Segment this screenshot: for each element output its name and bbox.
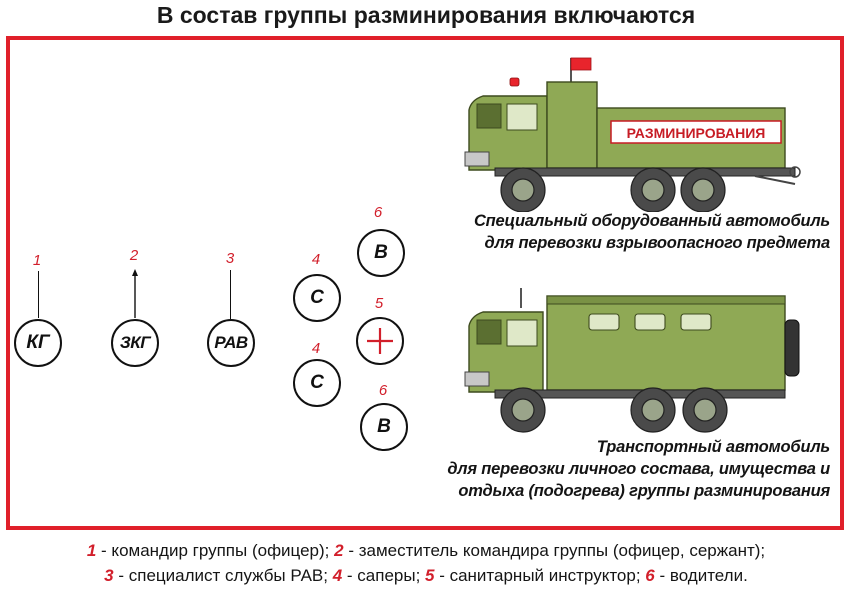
legend-number: 3 [104,566,114,585]
vehicle-body-label: РАЗМИНИРОВАНИЯ [627,125,766,141]
member-rav-specialist: РАВ [207,319,255,367]
legend-line: 3 - специалист службы РАВ; 4 - саперы; 5… [0,563,852,588]
member-number: 6 [373,204,383,221]
legend-number: 5 [425,566,435,585]
member-number: 5 [374,295,384,312]
member-commander: КГ [14,319,62,367]
member-number: 2 [129,247,139,264]
connector-line [38,271,40,318]
legend-text: - командир группы (офицер); [96,541,335,560]
legend-number: 6 [645,566,655,585]
member-number: 4 [311,251,321,268]
member-sapper: С [293,359,341,407]
member-number: 3 [225,250,235,267]
legend-number: 2 [334,541,344,560]
member-medic [356,317,404,365]
legend-number: 1 [86,541,97,560]
member-number: 1 [32,252,42,269]
legend-text: - заместитель командира группы (офицер, … [343,541,766,560]
legend-text: - водители. [654,566,748,585]
member-number: 4 [311,340,321,357]
member-driver: В [360,403,408,451]
legend-text: - саперы; [342,566,426,585]
red-cross-icon [367,328,393,354]
vehicle-caption-line: для перевозки взрывоопасного предмета [484,234,830,252]
diagram-frame [6,36,844,530]
connector-line [230,270,232,319]
vehicle-caption: Специальный оборудованный автомобиль для… [474,210,830,254]
vehicle-caption-line: отдыха (подогрева) группы разминирования [458,482,830,500]
legend-number: 4 [332,566,343,585]
vehicle-caption-line: Транспортный автомобиль [596,438,830,456]
vehicle-caption-line: Специальный оборудованный автомобиль [473,212,830,230]
transport-truck-icon [464,288,800,433]
vehicle-caption: Транспортный автомобиль для перевозки ли… [447,436,830,502]
legend-text: - санитарный инструктор; [434,566,646,585]
vehicle-caption-line: для перевозки личного состава, имущества… [447,460,830,478]
member-driver: В [357,229,405,277]
demining-truck-icon: РАЗМИНИРОВАНИЯ [464,57,801,212]
member-number: 6 [378,382,388,399]
member-deputy-commander: ЗКГ [111,319,159,367]
page-title: В состав группы разминирования включаютс… [156,2,696,28]
legend-line: 1 - командир группы (офицер); 2 - замест… [0,538,852,563]
legend: 1 - командир группы (офицер); 2 - замест… [0,538,852,588]
legend-text: - специалист службы РАВ; [113,566,333,585]
arrow-up-icon [132,269,138,318]
member-sapper: С [293,274,341,322]
